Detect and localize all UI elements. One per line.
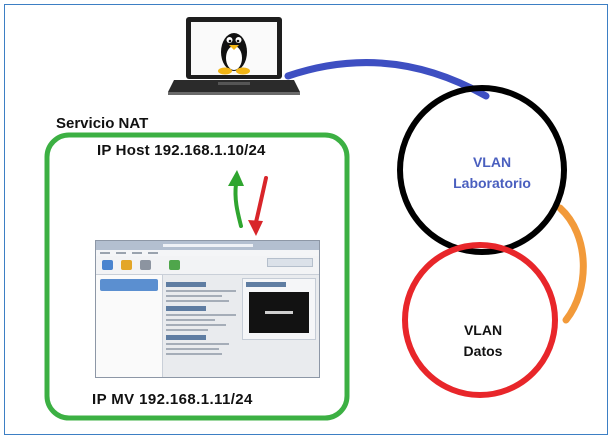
vbox-start-icon [169, 260, 180, 270]
vbox-new-icon [102, 260, 113, 270]
vbox-discard-icon [140, 260, 151, 270]
vlan-laboratorio-label: VLAN Laboratorio [437, 152, 547, 194]
vbox-tabs [267, 258, 313, 267]
vbox-title-bar [96, 241, 319, 250]
vlan-datos-line1: VLAN [463, 322, 503, 338]
vbox-vm-list [96, 275, 163, 377]
vbox-menu-bar [96, 250, 319, 256]
nat-service-title: Servicio NAT [56, 115, 149, 132]
vbox-preview-panel [242, 278, 316, 340]
vlan-laboratorio-line1: VLAN [472, 154, 512, 170]
vbox-toolbar [96, 256, 319, 275]
vlan-laboratorio-line2: Laboratorio [453, 175, 531, 191]
up-arrow-icon [228, 170, 244, 228]
vlan-datos-ring [402, 242, 558, 398]
vlan-datos-line2: Datos [463, 343, 503, 359]
vlan-laboratorio-ring [397, 85, 567, 255]
link-laptop-vlan-lab [284, 59, 490, 100]
vbox-vm-item [100, 279, 158, 291]
vlan-datos-label: VLAN Datos [428, 320, 538, 362]
nat-service-box [44, 132, 350, 421]
virtualbox-window-thumbnail [95, 240, 320, 378]
link-vlan-lab-vlan-datos [556, 204, 587, 324]
linux-tux-icon [218, 33, 250, 75]
vbox-settings-icon [121, 260, 132, 270]
host-ip-label: IP Host 192.168.1.10/24 [97, 142, 266, 159]
down-arrow-icon [248, 176, 268, 236]
vbox-details-pane [166, 278, 236, 373]
vm-ip-label: IP MV 192.168.1.11/24 [92, 391, 253, 408]
vbox-preview-screen [249, 292, 309, 333]
